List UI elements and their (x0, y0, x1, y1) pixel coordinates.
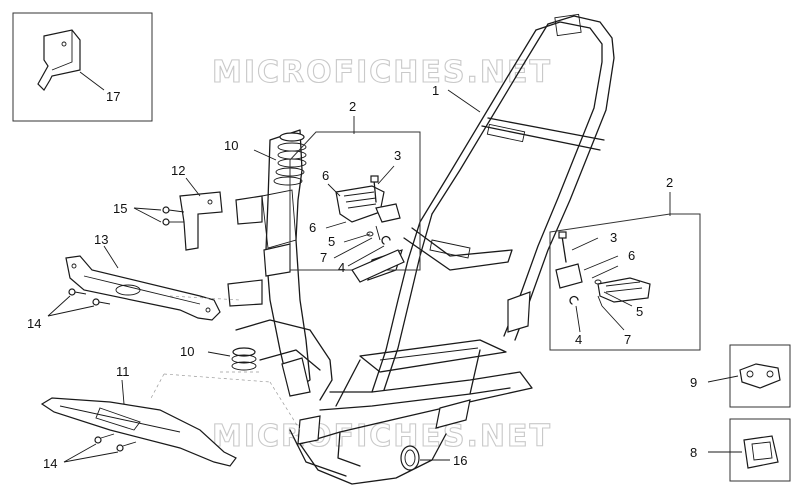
callout-2-right: 2 (666, 175, 673, 190)
footrest-assembly-left[interactable] (289, 116, 421, 283)
callout-7-right: 7 (624, 332, 631, 347)
callout-15: 15 (113, 201, 127, 216)
part-9-inset[interactable] (707, 344, 791, 408)
callout-7-left: 7 (320, 250, 327, 265)
callout-6-left-top: 6 (322, 168, 329, 183)
callout-3-right: 3 (610, 230, 617, 245)
clamp-16[interactable] (400, 445, 450, 471)
screws-14-lower[interactable] (63, 433, 137, 463)
inset-box-8 (729, 418, 791, 482)
bearing-set-10-upper[interactable] (253, 132, 307, 186)
watermark-top: MICROFICHES.NET (212, 55, 552, 90)
inset-box-9 (729, 344, 791, 408)
callout-1: 1 (432, 83, 439, 98)
steering-tube[interactable] (227, 129, 333, 401)
callout-labels: 17 1 2 2 3 3 6 6 6 5 5 7 7 4 4 10 10 12 … (27, 83, 697, 471)
callout-14-upper: 14 (27, 316, 41, 331)
callout-5-right: 5 (636, 304, 643, 319)
part-17-inset[interactable] (12, 12, 153, 122)
callout-14-lower: 14 (43, 456, 57, 471)
bearing-set-10-lower[interactable] (207, 347, 257, 371)
box-2-right (549, 213, 701, 351)
side-plate-13[interactable] (65, 245, 241, 321)
callout-6-right: 6 (628, 248, 635, 263)
cover-plate-17 (37, 29, 81, 91)
callout-5-left: 5 (328, 234, 335, 249)
callout-6-left-mid: 6 (309, 220, 316, 235)
main-frame-1[interactable] (289, 13, 615, 485)
bracket-12[interactable] (179, 177, 223, 251)
callout-4-left: 4 (338, 260, 345, 275)
footrest-assembly-right[interactable] (549, 192, 701, 351)
callout-2-left: 2 (349, 99, 356, 114)
screws-14-upper[interactable] (47, 288, 111, 317)
callout-4-right: 4 (575, 332, 582, 347)
callout-12: 12 (171, 163, 185, 178)
callout-10-upper: 10 (224, 138, 238, 153)
callout-17: 17 (106, 89, 120, 104)
callout-16: 16 (453, 453, 467, 468)
callout-11: 11 (116, 364, 130, 379)
inset-box-17 (12, 12, 153, 122)
callout-9: 9 (690, 375, 697, 390)
callout-10-lower: 10 (180, 344, 194, 359)
callout-8: 8 (690, 445, 697, 460)
watermark-bottom: MICROFICHES.NET (212, 419, 552, 454)
bottom-plate-11[interactable] (40, 371, 301, 467)
callout-13: 13 (94, 232, 108, 247)
callout-3-left: 3 (394, 148, 401, 163)
screws-15[interactable] (133, 206, 185, 226)
part-8-inset[interactable] (708, 418, 791, 482)
